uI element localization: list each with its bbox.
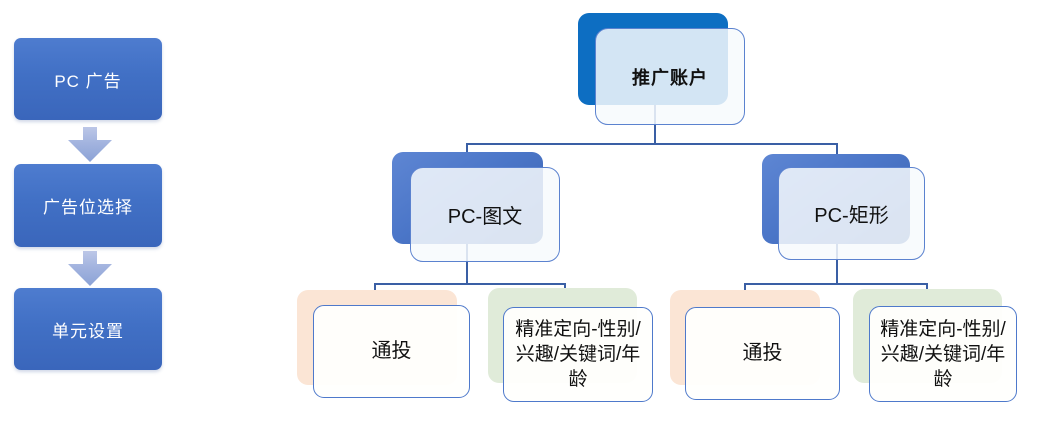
connector-level1-bar <box>466 143 838 145</box>
flow-step-unit-setting: 单元设置 <box>14 288 162 370</box>
flow-step-pc-ad: PC 广告 <box>14 38 162 120</box>
tree-leaf-targeting-left: 精准定向-性别/兴趣/关键词/年龄 <box>503 307 653 402</box>
flow-step-ad-slot-select: 广告位选择 <box>14 164 162 247</box>
down-arrow-icon <box>68 127 112 162</box>
down-arrow-icon <box>68 251 112 286</box>
connector-level2-bar-left <box>374 283 566 285</box>
tree-node-pc-juxing: PC-矩形 <box>778 167 925 260</box>
connector-level2-bar-right <box>744 283 928 285</box>
tree-leaf-tongtou-right: 通投 <box>685 307 840 400</box>
tree-node-pc-tuwen: PC-图文 <box>410 167 560 262</box>
tree-leaf-targeting-right: 精准定向-性别/兴趣/关键词/年龄 <box>869 306 1017 402</box>
tree-leaf-tongtou-left: 通投 <box>313 305 470 398</box>
tree-node-root: 推广账户 <box>595 28 745 125</box>
